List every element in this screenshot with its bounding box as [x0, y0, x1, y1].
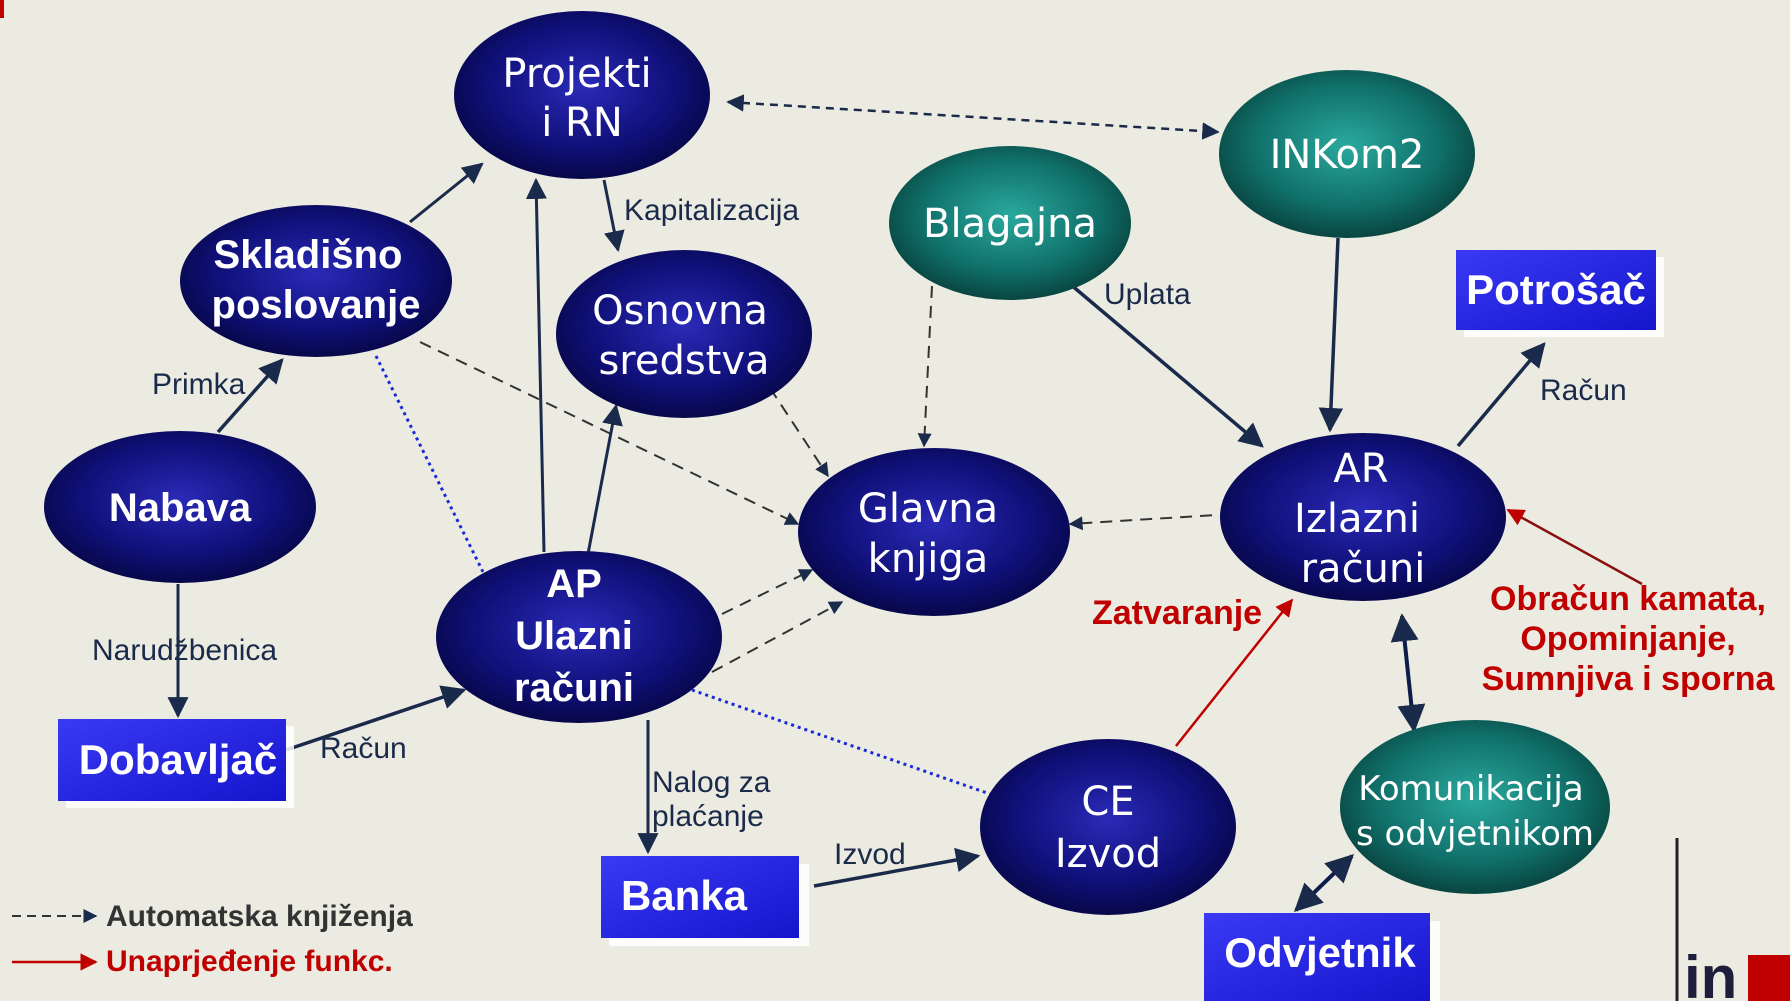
box-potrosac-label: Potrošač — [1466, 266, 1646, 313]
label-racun-ar: Račun — [1540, 374, 1627, 407]
label-nalog-line-1: Nalog za — [652, 766, 771, 799]
edge-ap-osnovna — [586, 403, 623, 555]
edge-inkom-ar — [1318, 237, 1344, 433]
node-projekti-line-2: i RN — [541, 100, 623, 146]
corner-mark — [0, 0, 4, 18]
box-banka-label: Banka — [621, 872, 748, 919]
label-izvod: Izvod — [834, 838, 906, 871]
box-dobavljac-label: Dobavljač — [79, 736, 277, 783]
edge-projekti-inkom — [726, 94, 1220, 140]
legend-improvement: Unaprjeđenje funkc. — [106, 945, 393, 978]
box-odvjetnik-label: Odvjetnik — [1224, 929, 1416, 976]
label-uplata: Uplata — [1104, 278, 1191, 311]
node-ar-line-2: Izlazni — [1294, 496, 1420, 542]
edge-osnovna-glavna — [769, 387, 829, 478]
edge-blagajna-glavna — [917, 285, 933, 448]
edge-skladisno-glavna — [419, 341, 800, 525]
node-glavna-line-2: knjiga — [868, 536, 989, 582]
edge-ar-komunikacija — [1390, 613, 1426, 733]
node-nabava[interactable]: Nabava — [44, 431, 316, 583]
box-banka[interactable]: Banka — [601, 856, 809, 946]
node-skladisno[interactable]: Skladišno poslovanje — [180, 205, 452, 357]
node-inkom-line-1: INKom2 — [1270, 132, 1425, 178]
edge-blagajna-ar — [1068, 282, 1264, 448]
label-obracun: Obračun kamata,Opominjanje,Sumnjiva i sp… — [1482, 580, 1776, 698]
edge-projekti-osnovna — [602, 179, 625, 253]
label-nalog-line-2: plaćanje — [652, 800, 764, 833]
node-osnovna-line-2: sredstva — [598, 338, 769, 384]
legend-automatic: Automatska knjiženja — [106, 900, 413, 933]
node-ce-line-2: Izvod — [1055, 831, 1161, 877]
label-primka: Primka — [152, 368, 246, 401]
edge-komunikacija-odvjetnik — [1293, 854, 1355, 912]
node-komunikacija-line-2: s odvjetnikom — [1356, 814, 1594, 854]
label-kapitalizacija: Kapitalizacija — [624, 194, 799, 227]
box-potrosac[interactable]: Potrošač — [1456, 250, 1664, 337]
company-logo: in — [1675, 838, 1790, 1001]
label-zatvaranje: Zatvaranje — [1092, 594, 1262, 632]
node-ce[interactable]: CE Izvod — [980, 739, 1236, 915]
label-racun-ap: Račun — [320, 732, 407, 765]
node-komunikacija-line-1: Komunikacija — [1358, 769, 1583, 809]
node-inkom[interactable]: INKom2 — [1219, 70, 1475, 238]
node-komunikacija[interactable]: Komunikacija s odvjetnikom — [1340, 720, 1610, 894]
box-odvjetnik[interactable]: Odvjetnik — [1204, 913, 1440, 1001]
node-ar-line-3: računi — [1301, 546, 1426, 592]
node-ap-line-2: Ulazni — [515, 614, 633, 658]
node-ap-line-1: AP — [546, 562, 602, 606]
node-osnovna-line-1: Osnovna — [592, 288, 768, 334]
label-narudzbenica: Narudžbenica — [92, 634, 277, 667]
logo-text: in — [1684, 944, 1737, 1001]
edges — [167, 94, 1643, 912]
box-dobavljac[interactable]: Dobavljač — [58, 719, 294, 808]
edge-banka-ce — [813, 847, 981, 888]
node-skladisno-line-2: poslovanje — [212, 283, 421, 327]
node-projekti-line-1: Projekti — [502, 51, 651, 97]
node-ce-line-1: CE — [1081, 779, 1134, 825]
label-obracun-line-1: Obračun kamata, — [1490, 580, 1766, 618]
edge-nabava-skladisno — [216, 358, 284, 434]
node-blagajna-line-1: Blagajna — [923, 201, 1097, 247]
edge-ap-projekti — [525, 177, 547, 553]
label-obracun-line-3: Sumnjiva i sporna — [1482, 660, 1776, 698]
edge-dobavljac-ap — [285, 685, 467, 752]
edge-skladisno-projekti — [409, 162, 484, 224]
node-ar-line-1: AR — [1333, 446, 1388, 492]
edge-ar-potrosac — [1456, 342, 1546, 448]
node-ap[interactable]: AP Ulazni računi — [436, 551, 722, 723]
logo-red-mark — [1748, 955, 1790, 1001]
edge-ce-ar-zatvaranje — [1175, 598, 1294, 747]
node-glavna-line-1: Glavna — [858, 486, 998, 532]
label-obracun-line-2: Opominjanje, — [1520, 620, 1735, 658]
node-ap-line-3: računi — [514, 666, 634, 710]
edge-ap-glavna-1 — [721, 569, 814, 615]
dotted-skladisno-ap — [374, 355, 486, 575]
edge-ar-glavna — [1068, 513, 1233, 531]
edge-ap-glavna-2 — [711, 601, 844, 673]
node-skladisno-line-1: Skladišno — [214, 233, 403, 277]
edge-obracun-ar — [1506, 508, 1643, 586]
legend: Automatska knjiženja Unaprjeđenje funkc. — [12, 900, 413, 978]
node-blagajna[interactable]: Blagajna — [889, 146, 1131, 300]
node-nabava-line-1: Nabava — [109, 486, 252, 530]
